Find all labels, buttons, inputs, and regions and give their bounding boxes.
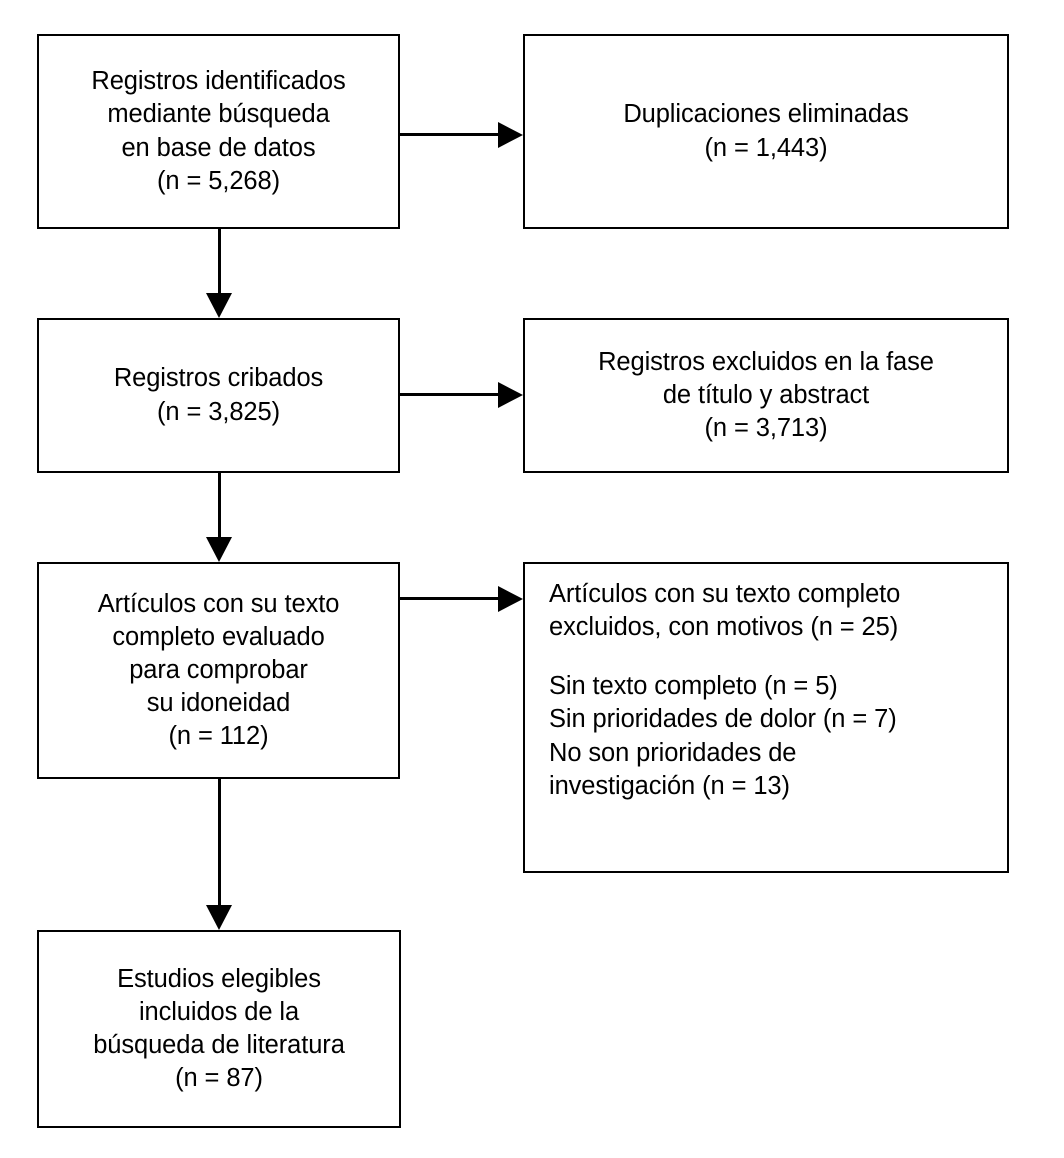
arrow-right-icon: [400, 381, 523, 408]
arrow-head: [206, 905, 232, 930]
node-count: (n = 1,443): [704, 133, 828, 162]
arrow-head: [498, 585, 523, 612]
node-count: (n = 5,268): [157, 166, 280, 195]
node-exclusion-reasons: Sin texto completo (n = 5) Sin prioridad…: [549, 672, 897, 800]
node-line: en base de datos: [121, 133, 316, 162]
arrow-head: [498, 381, 523, 408]
node-line: mediante búsqueda: [107, 100, 330, 129]
node-line: de título y abstract: [662, 380, 870, 409]
arrow-down-icon: [206, 229, 232, 318]
arrow-right-icon: [400, 585, 523, 612]
node-records-screened: Registros cribados (n = 3,825): [37, 318, 400, 473]
node-line: Artículos con su texto: [97, 589, 340, 618]
arrow-down-icon: [206, 473, 232, 562]
node-line: incluidos de la: [138, 997, 300, 1026]
node-line: Registros identificados: [91, 67, 346, 96]
arrow-head: [498, 121, 523, 148]
arrow-shaft: [217, 779, 221, 907]
node-count: (n = 87): [175, 1064, 263, 1093]
node-records-excluded: Registros excluidos en la fase de título…: [523, 318, 1009, 473]
node-line: Estudios elegibles: [117, 964, 321, 993]
arrow-right-icon: [400, 121, 523, 148]
arrow-down-icon: [206, 779, 232, 930]
node-studies-included: Estudios elegibles incluidos de la búsqu…: [37, 930, 401, 1128]
arrow-shaft: [400, 393, 500, 396]
node-count: (n = 112): [168, 722, 269, 751]
arrow-shaft: [400, 133, 500, 136]
node-count: (n = 3,713): [704, 414, 828, 443]
node-count: (n = 3,825): [157, 397, 280, 426]
node-line: Registros cribados: [113, 364, 324, 393]
node-records-identified: Registros identificados mediante búsqued…: [37, 34, 400, 229]
arrow-shaft: [217, 473, 221, 539]
node-line: su idoneidad: [146, 689, 291, 718]
node-fulltext-excluded: Artículos con su texto completo excluido…: [523, 562, 1009, 873]
node-line: Registros excluidos en la fase: [598, 347, 934, 376]
node-line: búsqueda de literatura: [93, 1031, 345, 1059]
arrow-shaft: [217, 229, 221, 295]
node-line: Duplicaciones eliminadas: [623, 100, 909, 129]
arrow-head: [206, 293, 232, 318]
arrow-shaft: [400, 597, 500, 600]
node-line: completo evaluado: [112, 622, 325, 651]
node-line: para comprobar: [129, 655, 308, 684]
node-fulltext-assessed: Artículos con su texto completo evaluado…: [37, 562, 400, 779]
arrow-head: [206, 537, 232, 562]
node-duplicates-removed: Duplicaciones eliminadas (n = 1,443): [523, 34, 1009, 229]
node-heading: Artículos con su texto completo excluido…: [549, 580, 901, 642]
